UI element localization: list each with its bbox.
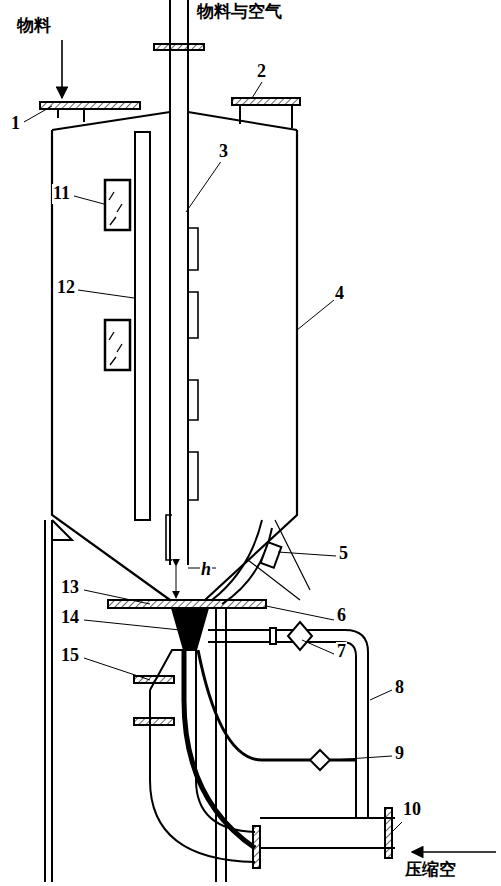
drawing-stroke	[24, 0, 496, 882]
callout-number: 4	[334, 284, 345, 304]
drawing-stroke	[184, 650, 255, 848]
callout-number: 9	[394, 744, 405, 764]
drawing-stroke	[24, 82, 402, 832]
callout-number: 8	[394, 678, 405, 698]
flow-label: 物料	[16, 16, 52, 35]
drawing-stroke	[385, 808, 392, 858]
drawing-stroke	[166, 228, 198, 560]
drawing-stroke	[260, 818, 395, 848]
drawing-stroke	[252, 82, 262, 98]
callout-number: 11	[52, 184, 71, 204]
drawing-stroke	[176, 566, 177, 598]
drawing-stroke	[84, 590, 150, 604]
drawing-stroke	[58, 109, 84, 122]
callout-number: 10	[402, 800, 422, 820]
callout-number: 3	[218, 142, 229, 162]
drawing-stroke	[198, 650, 356, 760]
drawing-stroke	[186, 160, 222, 212]
drawing-stroke	[154, 44, 204, 50]
drawing-stroke	[253, 826, 260, 868]
callout-number: 6	[336, 606, 347, 626]
flow-label: 压缩空	[404, 860, 457, 879]
drawing-stroke	[108, 600, 266, 608]
drawing-stroke	[232, 98, 300, 105]
callout-number: 14	[60, 608, 80, 628]
drawing-stroke	[105, 180, 130, 230]
drawing-stroke	[270, 628, 276, 644]
dimension-label: h	[200, 560, 212, 580]
drawing-stroke	[45, 520, 72, 882]
drawing-stroke	[261, 542, 282, 567]
drawing-stroke	[332, 756, 392, 760]
drawing-stroke	[84, 620, 180, 630]
drawing-stroke	[40, 102, 140, 109]
drawing-stroke	[297, 300, 334, 330]
callout-number: 15	[60, 646, 80, 666]
drawing-stroke	[134, 718, 174, 725]
drawing-stroke	[240, 105, 292, 128]
drawing-stroke	[109, 192, 122, 365]
drawing-stroke	[208, 630, 368, 818]
flow-label: 物料与空气	[196, 2, 283, 21]
drawing-stroke	[135, 132, 150, 520]
callout-number: 13	[60, 578, 80, 598]
callout-number: 7	[336, 642, 347, 662]
drawing-stroke	[172, 608, 208, 650]
drawing-stroke	[78, 290, 134, 298]
drawing-stroke	[84, 658, 150, 680]
drawing-stroke	[52, 112, 297, 130]
drawing-stroke	[248, 520, 310, 600]
drawing-stroke	[392, 822, 402, 832]
drawing-stroke	[302, 640, 334, 654]
drawing-stroke	[412, 851, 496, 853]
callout-number: 1	[10, 114, 21, 134]
callout-number: 2	[256, 62, 267, 82]
drawing-stroke	[24, 106, 52, 122]
drawing-stroke	[105, 320, 130, 370]
drawing-stroke	[266, 606, 334, 620]
drawing-stroke	[216, 608, 226, 882]
drawing-stroke	[170, 0, 188, 565]
drawing-stroke	[288, 622, 312, 650]
drawing-stroke	[370, 690, 392, 700]
drawing-stroke	[61, 40, 63, 98]
drawing-stroke	[310, 750, 330, 770]
callout-number: 5	[338, 544, 349, 564]
callout-number: 12	[56, 278, 76, 298]
drawing-stroke	[74, 196, 104, 204]
drawing-stroke	[278, 552, 336, 556]
